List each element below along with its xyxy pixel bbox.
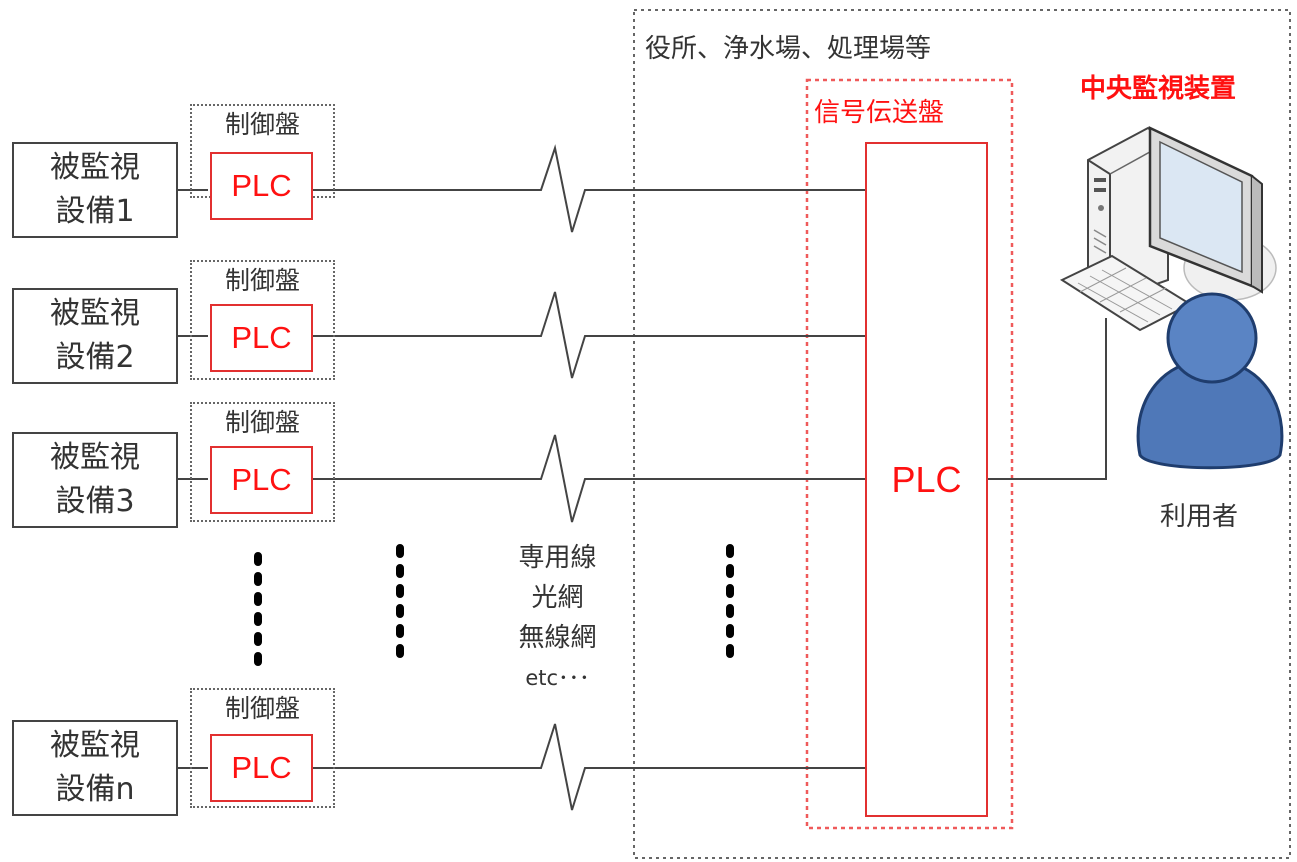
channel-line: 無線網: [518, 623, 597, 653]
plc-label: PLC: [231, 462, 292, 497]
channel-line: 光網: [531, 583, 584, 613]
plc-box: PLC: [210, 304, 313, 372]
site-label: 役所、浄水場、処理場等: [645, 34, 932, 64]
device-name-line2: 設備n: [55, 772, 135, 807]
monitored-device-2: 被監視 設備2: [12, 288, 178, 384]
channel-types: 専用線 光網 無線網 etc･･･: [495, 538, 620, 698]
control-panel-3: 制御盤 PLC: [190, 402, 335, 522]
monitored-device-3: 被監視 設備3: [12, 432, 178, 528]
monitored-device-1: 被監視 設備1: [12, 142, 178, 238]
device-name-line1: 被監視: [50, 296, 140, 331]
device-name-line1: 被監視: [50, 728, 140, 763]
device-name-line1: 被監視: [50, 150, 140, 185]
central-plc: PLC: [865, 142, 988, 817]
plc-box: PLC: [210, 734, 313, 802]
device-name-line1: 被監視: [50, 440, 140, 475]
central-plc-label: PLC: [891, 458, 962, 500]
monitored-device-n: 被監視 設備n: [12, 720, 178, 816]
control-panel-label: 制御盤: [224, 694, 300, 723]
plc-label: PLC: [231, 320, 292, 355]
control-panel-n: 制御盤 PLC: [190, 688, 335, 808]
device-name-line2: 設備3: [55, 484, 135, 519]
user-icon: [1136, 292, 1284, 470]
control-panel-label: 制御盤: [224, 408, 300, 437]
plc-box: PLC: [210, 446, 313, 514]
plc-label: PLC: [231, 168, 292, 203]
channel-line: etc･･･: [525, 666, 590, 690]
control-panel-2: 制御盤 PLC: [190, 260, 335, 380]
device-name-line2: 設備2: [55, 340, 135, 375]
central-monitor-label: 中央監視装置: [1080, 74, 1237, 104]
device-name-line2: 設備1: [55, 194, 135, 229]
control-panel-label: 制御盤: [224, 110, 300, 139]
channel-line: 専用線: [518, 543, 597, 573]
control-panel-1: 制御盤 PLC: [190, 104, 335, 220]
user-label: 利用者: [1160, 502, 1239, 532]
control-panel-label: 制御盤: [224, 266, 300, 295]
plc-label: PLC: [231, 750, 292, 785]
transmission-panel-label: 信号伝送盤: [814, 98, 945, 128]
plc-box: PLC: [210, 152, 313, 220]
computer-icon: [1059, 126, 1277, 332]
